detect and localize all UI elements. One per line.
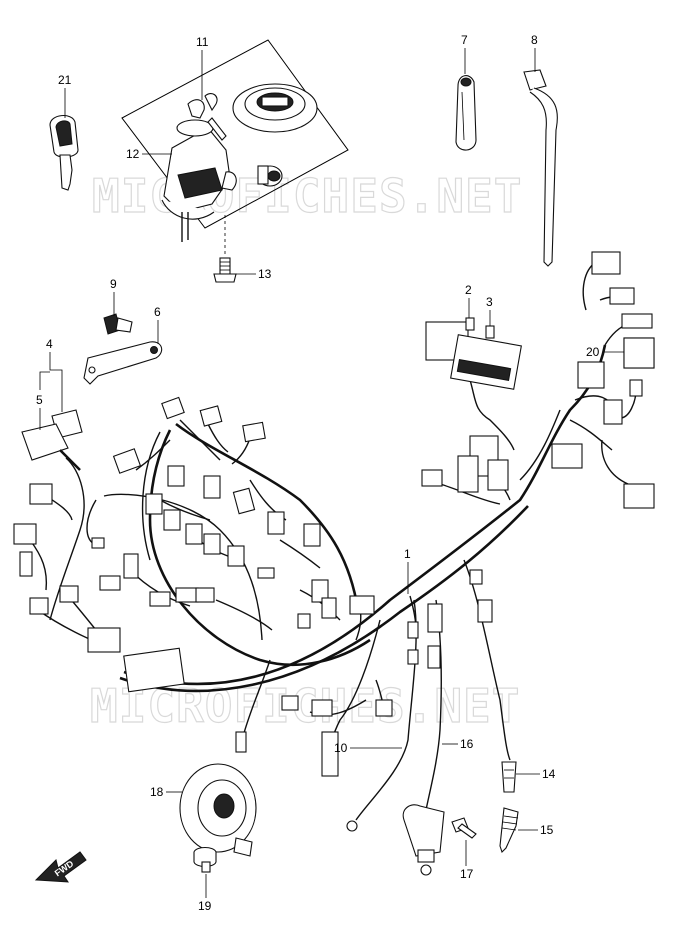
callout-21: 21 [58, 73, 72, 87]
callout-7: 7 [461, 33, 468, 47]
ignition-key [49, 115, 79, 191]
callout-6: 6 [154, 305, 161, 319]
callout-1: 1 [404, 547, 411, 561]
relay-4-5 [21, 409, 83, 471]
callout-16: 16 [460, 737, 474, 751]
callout-9: 9 [110, 277, 117, 291]
callout-3: 3 [486, 295, 493, 309]
callout-8: 8 [531, 33, 538, 47]
watermark-top: MICROFICHES.NET [92, 169, 522, 223]
cable-tie-8 [523, 69, 558, 267]
callout-5: 5 [36, 393, 43, 407]
ignition-switch-set [121, 39, 349, 242]
callout-18: 18 [150, 785, 164, 799]
forward-arrow: FWD [34, 851, 87, 883]
clamp-7 [455, 75, 477, 151]
callout-20: 20 [586, 345, 600, 359]
callout-10: 10 [334, 741, 348, 755]
bolt-13 [213, 257, 237, 283]
bolt-9 [103, 313, 133, 335]
callout-13: 13 [258, 267, 272, 281]
main-harness [29, 261, 649, 821]
callout-12: 12 [126, 147, 140, 161]
callout-15: 15 [540, 823, 554, 837]
harness-connectors [13, 251, 655, 876]
callout-17: 17 [460, 867, 474, 881]
callout-2: 2 [465, 283, 472, 297]
callout-11: 11 [196, 35, 209, 49]
callout-4: 4 [46, 337, 53, 351]
bracket-6 [83, 341, 163, 385]
callout-14: 14 [542, 767, 556, 781]
callout-19: 19 [198, 899, 212, 913]
callouts: 11 12 13 21 7 8 9 6 4 5 2 3 20 1 10 16 [36, 33, 624, 913]
